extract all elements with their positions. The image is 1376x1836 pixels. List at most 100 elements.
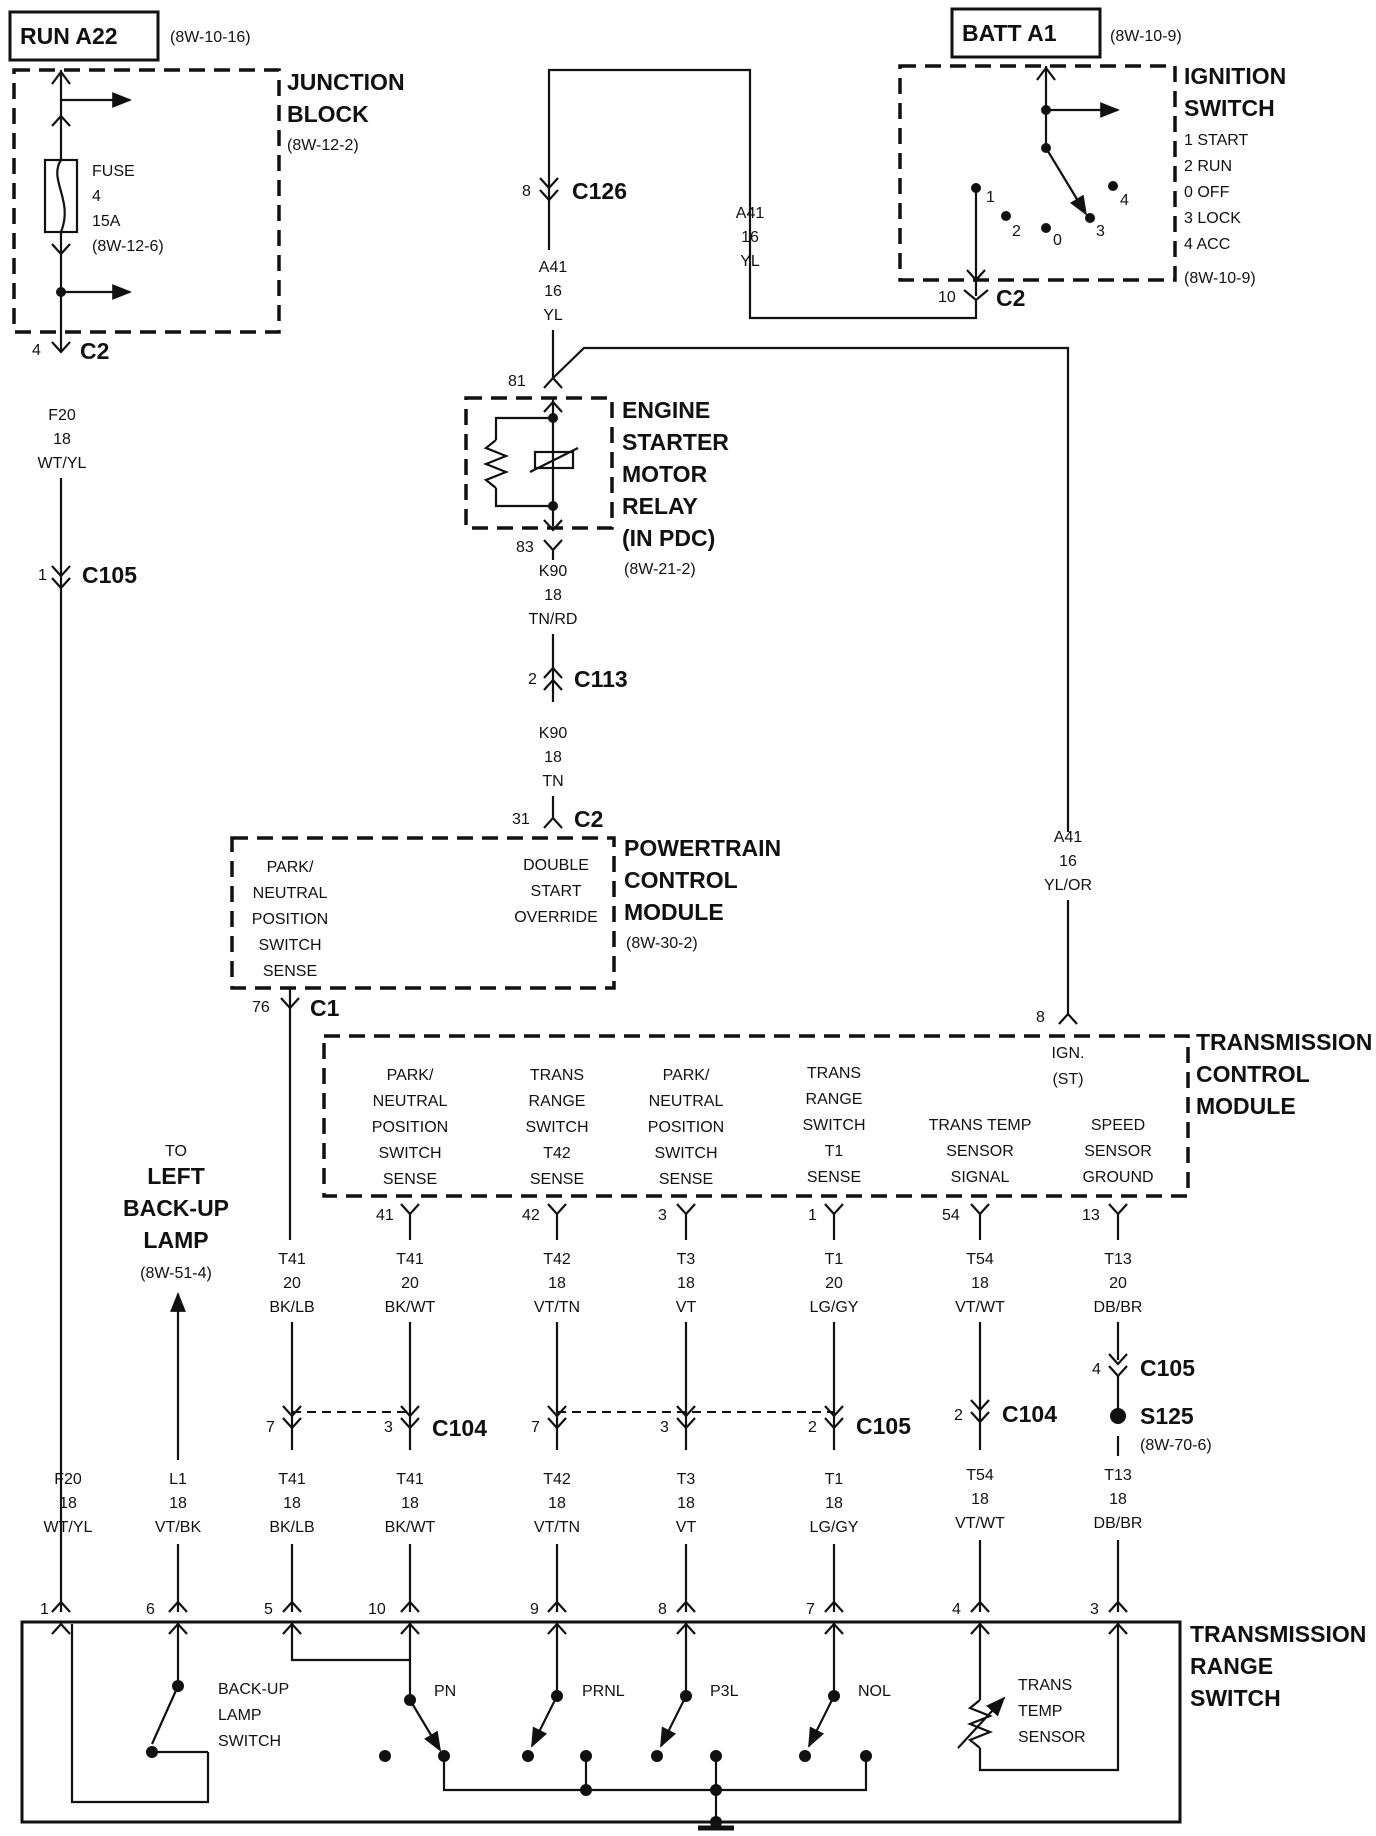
- trs-pin7-num: 7: [806, 1601, 815, 1618]
- pcm-title-1: POWERTRAIN: [624, 835, 781, 861]
- fuse-label-2: 4: [92, 188, 101, 205]
- c126-pin: 8: [522, 183, 531, 200]
- prnl-switch-contact: [522, 1750, 534, 1762]
- w-t3-low-1: T3: [677, 1471, 696, 1488]
- temp-sensor-label-3: SENSOR: [1018, 1729, 1086, 1746]
- c2-pin10-name: C2: [996, 285, 1025, 311]
- tcm-pin-42-line-3: SWITCH: [525, 1119, 588, 1136]
- s125-ref: (8W-70-6): [1140, 1437, 1212, 1454]
- fuse-bottom-connector: [51, 243, 71, 256]
- transmission-control-module: [322, 1034, 1190, 1198]
- w-t13-3: DB/BR: [1094, 1299, 1143, 1316]
- tcm-pin-connectors: [400, 1203, 1128, 1216]
- c105-pin2-num: 2: [808, 1419, 817, 1436]
- tcm-pin-3-line-2: NEUTRAL: [649, 1093, 724, 1110]
- backup-title-2: BACK-UP: [123, 1195, 229, 1221]
- pcm-pin-ds-line-3: OVERRIDE: [514, 909, 598, 926]
- c113-connector-b: [543, 678, 563, 691]
- pcm-pin-pn-line-1: PARK/: [267, 859, 314, 876]
- tcm-pin-54-line-2: SENSOR: [946, 1143, 1014, 1160]
- pcm-pin-pn-line-4: SWITCH: [258, 937, 321, 954]
- w-t3-1: T3: [677, 1251, 696, 1268]
- c2-pin31-name: C2: [574, 806, 603, 832]
- pcm-pin-pn-sense: PARK/ NEUTRAL POSITION SWITCH SENSE: [252, 859, 328, 980]
- c105-pin7-b: [547, 1417, 567, 1430]
- backup-switch-label-1: BACK-UP: [218, 1681, 289, 1698]
- tcm-pin-54-line-3: SIGNAL: [951, 1169, 1010, 1186]
- pcm-title-2: CONTROL: [624, 867, 738, 893]
- w-t41a-low-1: T41: [278, 1471, 306, 1488]
- w-t1-low-2: 18: [825, 1495, 843, 1512]
- p3l-switch-blade: [660, 1695, 687, 1748]
- tcm-pin-41-line-4: SWITCH: [378, 1145, 441, 1162]
- batt-a1-ref: (8W-10-9): [1110, 28, 1182, 45]
- c105-pin1-connector-b: [51, 577, 71, 590]
- f20-top-3: WT/YL: [38, 455, 87, 472]
- tcm-pin-1: [824, 1203, 844, 1216]
- c113-pin: 2: [528, 671, 537, 688]
- batt-a1-box: [950, 7, 1102, 59]
- p3l-switch-contact: [651, 1750, 663, 1762]
- c105-pin2-b: [824, 1417, 844, 1430]
- c105-pin3-b: [676, 1417, 696, 1430]
- c104-pin3-num: 3: [384, 1419, 393, 1436]
- ignition-pos-5: 4 ACC: [1184, 236, 1230, 253]
- w-t42-low-3: VT/TN: [534, 1519, 580, 1536]
- relay-coil-bottom: [494, 488, 553, 508]
- w-t41-tcm-3: BK/WT: [385, 1299, 436, 1316]
- fuse-label-3: 15A: [92, 213, 121, 230]
- c2-pin31-connector: [543, 816, 563, 829]
- a41-upper-3: YL: [740, 253, 760, 270]
- tcm-pin-3-line-5: SENSE: [659, 1171, 713, 1188]
- fuse-4: [43, 158, 79, 234]
- junction-block: [12, 68, 281, 334]
- tcm-pin54-num: 54: [942, 1207, 960, 1224]
- trs-title-1: TRANSMISSION: [1190, 1621, 1366, 1647]
- fuse-element: [56, 159, 66, 233]
- tcm-pin-41: [400, 1203, 420, 1216]
- trs-pin6-num: 6: [146, 1601, 155, 1618]
- fuse-top-connector: [51, 114, 71, 127]
- w-t41-pcm-1: T41: [278, 1251, 306, 1268]
- tcm-pin-3-line-4: SWITCH: [654, 1145, 717, 1162]
- bus-top-prnl: [580, 1750, 592, 1762]
- fuse-label-1: FUSE: [92, 163, 135, 180]
- c105-pin1-name: C105: [82, 562, 137, 588]
- relay-pin83-num: 83: [516, 539, 534, 556]
- backup-switch-label-3: SWITCH: [218, 1733, 281, 1750]
- relay-pin81-num: 81: [508, 373, 526, 390]
- tcm-pin-3-line-1: PARK/: [663, 1067, 710, 1084]
- trs-pin-7: [824, 1600, 844, 1613]
- a41-ylor-1: A41: [1054, 829, 1083, 846]
- w-t42-3: VT/TN: [534, 1299, 580, 1316]
- w-t54-1: T54: [966, 1251, 994, 1268]
- ignition-blade: [1045, 147, 1088, 216]
- w-t54-3: VT/WT: [955, 1299, 1005, 1316]
- trs-pin-4: [970, 1600, 990, 1613]
- ignition-contact-0: [1041, 223, 1051, 233]
- c105-pin3-num: 3: [660, 1419, 669, 1436]
- w-t42-2: 18: [548, 1275, 566, 1292]
- w-t13-low-1: T13: [1104, 1467, 1132, 1484]
- tcm-pin-42-line-1: TRANS: [530, 1067, 584, 1084]
- tcm-pin-41-line-3: POSITION: [372, 1119, 448, 1136]
- relay-title-4: RELAY: [622, 493, 698, 519]
- junction-in-arrow: [51, 70, 71, 85]
- w-t41b-low-3: BK/WT: [385, 1519, 436, 1536]
- tcm-pin-13-line-1: SPEED: [1091, 1117, 1145, 1134]
- w-l1-2: 18: [169, 1495, 187, 1512]
- w-t3-low-2: 18: [677, 1495, 695, 1512]
- ignition-contact-1-label: 1: [986, 189, 995, 206]
- w-t41a-low-2: 18: [283, 1495, 301, 1512]
- k90-upper-2: 18: [544, 587, 562, 604]
- temp-sensor-return: [978, 1624, 1120, 1772]
- ignition-pos-2: 2 RUN: [1184, 158, 1232, 175]
- pin5-pin10-link: [290, 1624, 410, 1662]
- c113-name: C113: [574, 666, 628, 692]
- temp-sensor-resistor: [967, 1699, 993, 1749]
- bus-top-p3l: [710, 1750, 722, 1762]
- trs-pin-9: [547, 1600, 567, 1613]
- k90-lower-3: TN: [542, 773, 563, 790]
- tcm-pin-42-line-2: RANGE: [529, 1093, 586, 1110]
- relay-in-arrow: [543, 400, 563, 413]
